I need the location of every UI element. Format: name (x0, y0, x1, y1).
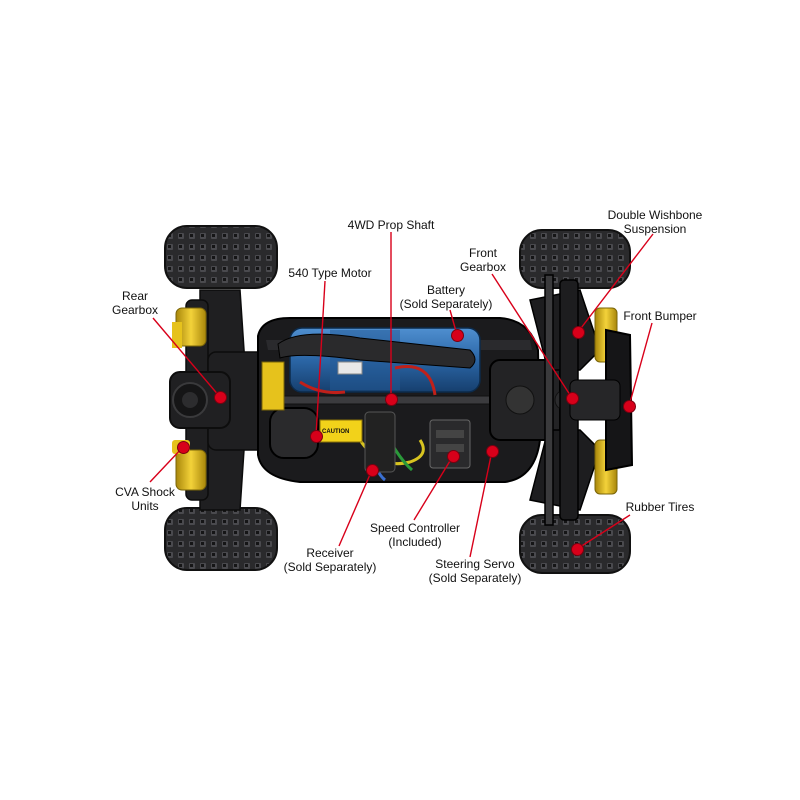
label-cva-shock: CVA Shock Units (115, 485, 175, 513)
callout-dot-double-wishbone (573, 327, 584, 338)
label-front-bumper: Front Bumper (623, 309, 697, 323)
rear-gearbox (169, 371, 231, 429)
label-rear-gearbox: Rear Gearbox (111, 289, 159, 317)
label-battery: Battery (Sold Separately) (399, 283, 493, 311)
callout-dot-prop-shaft (386, 394, 397, 405)
label-prop-shaft: 4WD Prop Shaft (347, 218, 435, 232)
caution-label: CAUTION (322, 429, 349, 435)
callout-dot-speed-controller (448, 451, 459, 462)
rear-right-tire (164, 507, 278, 571)
label-receiver: Receiver (Sold Separately) (283, 546, 377, 574)
rear-shock-top (172, 307, 207, 348)
callout-dot-motor (311, 431, 322, 442)
label-motor: 540 Type Motor (288, 266, 372, 280)
callout-dot-front-bumper (624, 401, 635, 412)
callout-dot-rubber-tires (572, 544, 583, 555)
front-left-tire (519, 229, 631, 289)
callout-dot-receiver (367, 465, 378, 476)
label-steering-servo: Steering Servo (Sold Separately) (428, 557, 522, 585)
callout-dot-steering-servo (487, 446, 498, 457)
label-rubber-tires: Rubber Tires (625, 500, 695, 514)
motor (261, 361, 319, 459)
rear-left-tire (164, 225, 278, 289)
callout-dot-cva-shock (178, 442, 189, 453)
callout-dot-battery (452, 330, 463, 341)
label-double-wishbone: Double Wishbone Suspension (607, 208, 703, 236)
leader-lines (149, 232, 654, 558)
prop-shaft-cover (277, 333, 476, 369)
label-front-gearbox: Front Gearbox (459, 246, 507, 274)
electronics: CAUTION (319, 411, 471, 473)
label-speed-controller: Speed Controller (Included) (369, 521, 461, 549)
callout-dot-front-gearbox (567, 393, 578, 404)
callout-dot-rear-gearbox (215, 392, 226, 403)
